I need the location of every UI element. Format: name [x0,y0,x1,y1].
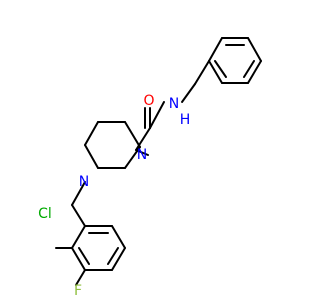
amide-hydrogen-label: H [180,112,191,128]
molecule-structure: O N H N N Cl F [38,37,262,299]
chlorine-label: Cl [38,206,52,222]
halophenyl-ring [55,225,126,286]
benzyl-ring [208,37,262,84]
atom-labels: O N H N N Cl F [38,93,190,299]
piperazine-ring [84,121,141,169]
piperazine-nitrogen-top-label: N [137,147,147,163]
piperazine-nitrogen-bottom-label: N [79,174,89,190]
fluorine-label: F [74,283,82,299]
oxygen-label: O [143,93,154,109]
halobenzyl-chain [71,181,86,227]
amide-nitrogen-label: N [169,96,179,112]
